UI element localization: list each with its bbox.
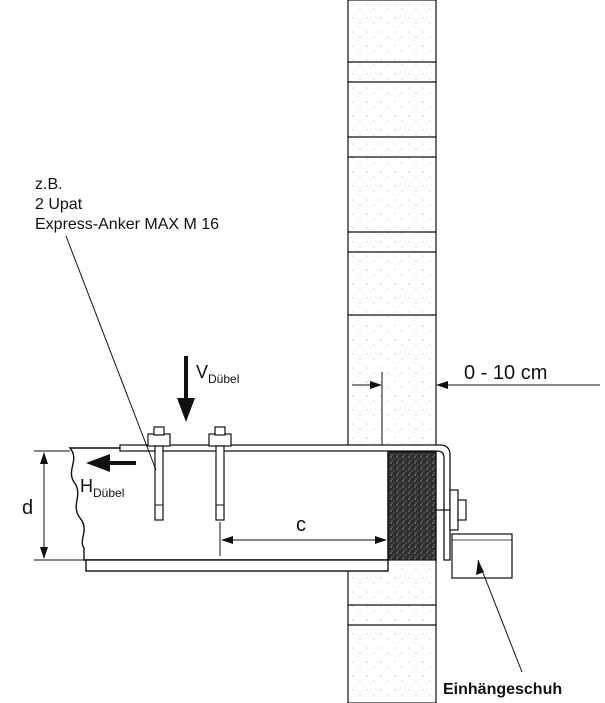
depth-dimension-label: d: [22, 497, 33, 519]
wall-clip: [436, 489, 467, 531]
annotation-line-1: z.B.: [35, 176, 63, 193]
hanger-leader-line: [477, 559, 523, 673]
gap-dimension-label: 0 - 10 cm: [464, 362, 547, 384]
anchor-bolt-left: [147, 426, 171, 521]
c-dimension: [219, 522, 387, 556]
annotation-line-3: Express-Anker MAX M 16: [35, 216, 219, 233]
vertical-force-label: VDübel: [196, 362, 239, 386]
anchor-annotation: z.B. 2 Upat Express-Anker MAX M 16: [35, 176, 219, 233]
concrete-slab: [68, 447, 389, 572]
annotation-line-2: 2 Upat: [35, 196, 83, 213]
hanger-label: Einhängeschuh: [443, 681, 562, 698]
c-dimension-label: c: [296, 514, 306, 536]
masonry-wall: [347, 0, 437, 703]
horizontal-force-label: HDübel: [80, 476, 124, 500]
depth-dimension: [34, 450, 84, 561]
hanger-leader-arrow: [476, 560, 484, 575]
horizontal-force-arrow: [86, 454, 136, 472]
gap-dimension: [352, 372, 600, 445]
vertical-force-arrow: [177, 356, 195, 422]
anchor-leader-line: [65, 235, 157, 471]
insulation-block: [387, 451, 437, 561]
steel-bracket: [119, 444, 451, 561]
anchor-bolt-right: [208, 426, 232, 521]
